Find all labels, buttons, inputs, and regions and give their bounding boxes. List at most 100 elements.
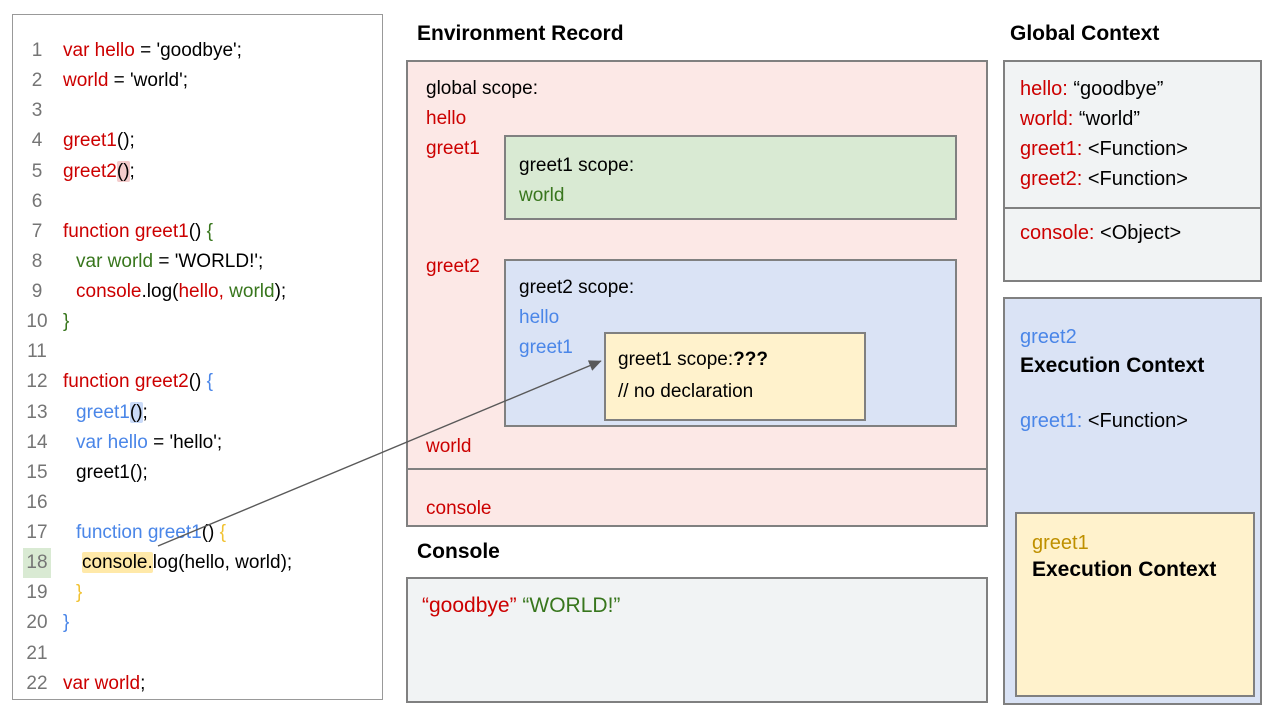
code-text-12: function greet2() { (63, 371, 213, 393)
line-number-1: 1 (31, 40, 43, 61)
code-text-4: greet1(); (63, 130, 135, 152)
console-title: Console (417, 540, 500, 563)
code-lines: 1 var hello = 'goodbye'; 2 world = 'world';… (13, 36, 382, 699)
line-number-12: 12 (26, 371, 48, 393)
code-line-19: 19} (13, 578, 382, 608)
global-scope-var-world: world (426, 436, 472, 457)
code-line-5: 5 greet2(); (13, 157, 382, 187)
console-output-box: “goodbye” “WORLD!” (406, 577, 988, 703)
code-line-8: 8 var world = 'WORLD!'; (13, 247, 382, 277)
global-scope-heading: global scope: (426, 78, 538, 99)
global-context-row-greet1: greet1: <Function> (1020, 138, 1188, 160)
line-number-3: 3 (31, 100, 43, 122)
greet2-execution-context-box: greet2 Execution Context greet1: <Functi… (1003, 297, 1262, 705)
code-line-3: 3 (13, 96, 382, 126)
code-text-14: var hello = 'hello'; (76, 431, 223, 453)
code-line-15: 15 greet1(); (13, 458, 382, 488)
line-number-22: 22 (26, 672, 48, 694)
greet2-scope-var-greet1: greet1 (519, 337, 573, 358)
code-line-1: 1 var hello = 'goodbye'; (13, 36, 382, 66)
code-text-8: var world = 'WORLD!'; (76, 250, 264, 272)
code-text-15: greet1(); (76, 461, 148, 483)
line-number-7: 7 (31, 220, 43, 242)
greet1-scope-box: greet1 scope: world (504, 135, 957, 220)
console-output: “goodbye” “WORLD!” (422, 594, 621, 617)
global-context-row-hello: hello: “goodbye” (1020, 78, 1164, 100)
code-line-13: 13 greet1(); (13, 398, 382, 428)
code-line-7: 7 function greet1() { (13, 217, 382, 247)
code-line-4: 4 greet1(); (13, 126, 382, 156)
line-number-21: 21 (26, 642, 48, 664)
line-number-5: 5 (31, 160, 43, 182)
global-context-box: hello: “goodbye” world: “world” greet1: … (1003, 60, 1262, 282)
code-line-20: 20} (13, 608, 382, 638)
code-line-2: 2 world = 'world'; (13, 66, 382, 96)
code-editor-panel: 1 var hello = 'goodbye'; 2 world = 'world';… (12, 14, 383, 700)
global-scope-var-greet1: greet1 (426, 138, 480, 159)
line-number-4: 4 (31, 130, 43, 152)
line-number-13: 13 (26, 401, 48, 423)
greet2-scope-var-hello: hello (519, 307, 560, 328)
environment-record-title: Environment Record (417, 22, 624, 45)
global-context-row-console: console: <Object> (1020, 222, 1182, 244)
code-text-22: var world; (63, 672, 146, 694)
global-scope-var-greet2: greet2 (426, 256, 480, 277)
greet1-scope-var-world: world (519, 185, 565, 206)
code-text-13: greet1(); (76, 401, 148, 423)
line-number-10: 10 (26, 311, 48, 333)
code-line-6: 6 (13, 187, 382, 217)
global-context-title: Global Context (1010, 22, 1160, 45)
code-text-1: var hello = 'goodbye'; (63, 40, 242, 61)
greet2-scope-box: greet2 scope: hello greet1 greet1 scope:… (504, 259, 957, 427)
line-number-18: 18 (23, 548, 51, 579)
code-text-18: console.log(hello, world); (82, 552, 293, 574)
code-line-16: 16 (13, 488, 382, 518)
greet2-execution-context-name: greet2 (1020, 326, 1077, 348)
line-number-9: 9 (31, 281, 43, 302)
global-context-row-world: world: “world” (1020, 108, 1141, 130)
line-number-11: 11 (27, 341, 47, 363)
code-line-10: 10} (13, 307, 382, 337)
line-number-6: 6 (31, 190, 43, 212)
code-text-19: } (76, 582, 83, 604)
global-scope-box: global scope: hello greet1 greet1 scope:… (406, 60, 988, 527)
code-line-17: 17 function greet1() { (13, 518, 382, 548)
code-text-20: } (63, 612, 70, 634)
global-scope-var-hello: hello (426, 108, 467, 129)
greet1-inner-scope-comment: // no declaration (618, 381, 754, 402)
code-text-9: console.log(hello, world); (76, 281, 287, 302)
greet2-execution-context-subtitle: Execution Context (1020, 354, 1205, 377)
global-console-divider (408, 468, 986, 470)
line-number-16: 16 (26, 491, 48, 513)
code-line-12: 12 function greet2() { (13, 367, 382, 397)
code-text-10: } (63, 311, 70, 333)
code-text-2: world = 'world'; (63, 70, 188, 92)
line-number-14: 14 (26, 431, 48, 453)
code-line-21: 21 (13, 639, 382, 669)
greet1-execution-context-box: greet1 Execution Context (1015, 512, 1255, 697)
line-number-15: 15 (26, 461, 48, 483)
line-number-20: 20 (26, 612, 48, 634)
greet1-inner-scope-heading: greet1 scope:??? (618, 349, 768, 370)
greet1-scope-heading: greet1 scope: (519, 155, 635, 176)
code-line-22: 22 var world; (13, 669, 382, 699)
greet2-scope-heading: greet2 scope: (519, 277, 635, 298)
line-number-8: 8 (31, 250, 43, 272)
greet1-inner-scope-box: greet1 scope:??? // no declaration (604, 332, 866, 421)
code-line-11: 11 (13, 337, 382, 367)
code-line-18: 18 console.log(hello, world); (13, 548, 382, 579)
global-scope-var-console: console (426, 498, 492, 519)
line-number-2: 2 (31, 70, 43, 92)
line-number-19: 19 (26, 582, 48, 604)
greet1-execution-context-name: greet1 (1032, 532, 1089, 554)
global-context-divider (1005, 207, 1260, 209)
greet1-execution-context-subtitle: Execution Context (1032, 558, 1217, 581)
greet2-execution-context-entry: greet1: <Function> (1020, 410, 1188, 432)
code-line-14: 14 var hello = 'hello'; (13, 428, 382, 458)
global-context-row-greet2: greet2: <Function> (1020, 168, 1188, 190)
code-text-5: greet2(); (63, 160, 135, 182)
code-text-7: function greet1() { (63, 220, 213, 242)
line-number-17: 17 (26, 522, 48, 543)
code-text-17: function greet1() { (76, 522, 226, 543)
code-line-9: 9 console.log(hello, world); (13, 277, 382, 307)
